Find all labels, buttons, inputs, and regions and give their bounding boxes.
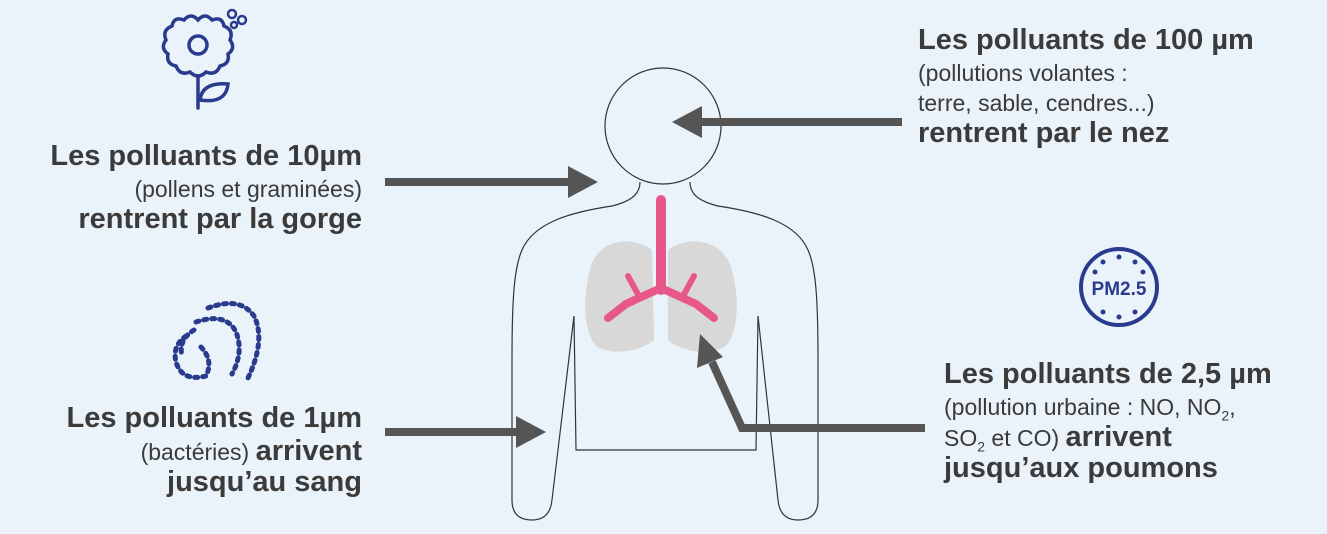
arrow-nose <box>672 106 902 138</box>
pm25-badge-label: PM2.5 <box>1092 279 1147 300</box>
pollutant-10um-title: Les polluants de 10µm <box>2 138 362 174</box>
flower-pollen-icon <box>163 10 246 108</box>
pollutant-100um-title: Les polluants de 100 µm <box>918 22 1318 58</box>
pollutant-10um-effect: rentrent par la gorge <box>2 204 362 234</box>
pollutant-25um-effect-b: jusqu’aux poumons <box>944 453 1324 483</box>
pollutant-100um-detail-2: terre, sable, cendres...) <box>918 88 1318 118</box>
pollutant-1um-text: Les polluants de 1µm (bactéries) arriven… <box>2 400 362 497</box>
pollutant-1um-detail: (bactéries) <box>141 439 250 465</box>
pollutant-1um-title: Les polluants de 1µm <box>2 400 362 436</box>
pollutant-1um-effect-b: jusqu’au sang <box>2 467 362 497</box>
pollutant-1um-effect-a: arrivent <box>256 435 362 467</box>
pollutant-100um-text: Les polluants de 100 µm (pollutions vola… <box>918 22 1318 148</box>
bacteria-icon <box>175 304 259 379</box>
pollutant-25um-effect-a: arrivent <box>1066 421 1172 453</box>
pollutant-25um-title: Les polluants de 2,5 µm <box>944 356 1324 392</box>
pollutant-25um-detail-line2: SO2 et CO) arrivent <box>944 422 1324 453</box>
arrow-throat <box>385 166 598 198</box>
pollutant-25um-detail-line1: (pollution urbaine : NO, NO2, <box>944 392 1324 422</box>
pm25-particle-icon: PM2.5 <box>1081 249 1157 325</box>
pollutant-100um-detail-1: (pollutions volantes : <box>918 58 1318 88</box>
arrow-blood <box>385 416 546 448</box>
arrow-lungs <box>697 334 925 428</box>
pollutant-10um-detail: (pollens et graminées) <box>2 174 362 204</box>
pollutant-10um-text: Les polluants de 10µm (pollens et gramin… <box>2 138 362 234</box>
pollutant-25um-text: Les polluants de 2,5 µm (pollution urbai… <box>944 356 1324 483</box>
pollutant-100um-effect: rentrent par le nez <box>918 118 1318 148</box>
arrows <box>385 106 925 448</box>
